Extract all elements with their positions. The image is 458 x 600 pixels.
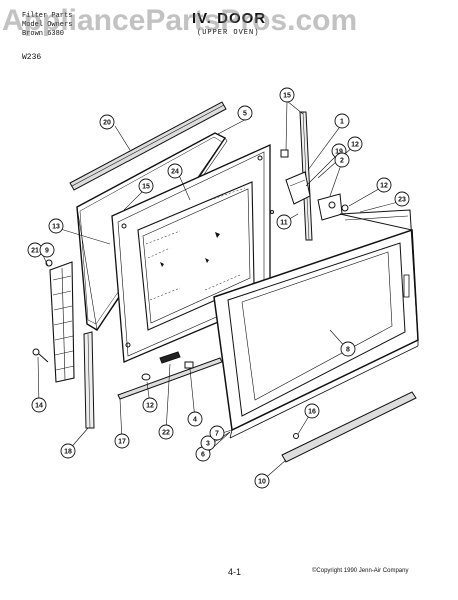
callout-16: 16 (304, 403, 320, 419)
callout-label: 12 (380, 183, 388, 190)
callout-label: 5 (243, 111, 247, 118)
part-9-hinge (45, 259, 75, 383)
page-title: IV. DOOR (192, 10, 267, 27)
header-line-3: Brown 6380 (22, 30, 65, 38)
callout-label: 12 (351, 142, 359, 149)
copyright: ©Copyright 1990 Jenn-Air Company (312, 568, 409, 574)
callout-12: 12 (376, 177, 392, 193)
callout-label: 1 (340, 119, 344, 126)
callout-11: 11 (276, 214, 292, 230)
callout-label: 20 (103, 120, 111, 127)
part-16-screw (293, 433, 299, 439)
callout-label: 7 (215, 431, 219, 438)
part-4-fastener (184, 361, 194, 369)
callout-label: 21 (31, 248, 39, 255)
callout-label: 9 (45, 248, 49, 255)
part-12-screw-right (341, 204, 349, 212)
callout-3: 3 (200, 435, 216, 451)
callout-label: 14 (35, 403, 43, 410)
part-2-latch (317, 193, 343, 221)
callout-22: 22 (158, 424, 174, 440)
page-number: 4-1 (228, 567, 242, 577)
part-5-gasket (76, 132, 228, 331)
callout-14: 14 (31, 397, 47, 413)
callout-24: 24 (167, 163, 183, 179)
callout-label: 23 (398, 197, 406, 204)
callout-label: 15 (142, 184, 150, 191)
leader-lines (37, 100, 403, 482)
callout-label: 17 (118, 439, 126, 446)
part-18-side-strip (83, 331, 95, 429)
callout-label: 16 (308, 409, 316, 416)
callout-label: 10 (258, 479, 266, 486)
callout-1: 1 (334, 113, 350, 129)
callout-15: 15 (279, 87, 295, 103)
callout-7: 7 (209, 425, 225, 441)
callout-label: 15 (283, 93, 291, 100)
part-13-inner-panel (111, 143, 274, 363)
part-17-bottom-strip (117, 357, 223, 400)
callout-label: 6 (201, 452, 205, 459)
callout-13: 13 (48, 218, 64, 234)
callout-4: 4 (187, 411, 203, 427)
part-12-fastener-bottom (141, 373, 151, 381)
callout-20: 20 (99, 114, 115, 130)
part-19-bracket (285, 171, 311, 205)
callout-23: 23 (394, 191, 410, 207)
header-line-2: Model Owners (22, 21, 73, 29)
callout-12: 12 (347, 136, 363, 152)
callout-15: 15 (138, 178, 154, 194)
callout-label: 24 (171, 169, 179, 176)
callout-18: 18 (60, 443, 76, 459)
callout-label: 3 (206, 441, 210, 448)
callout-label: 2 (340, 158, 344, 165)
callout-17: 17 (114, 433, 130, 449)
callout-5: 5 (237, 105, 253, 121)
callout-label: 18 (64, 449, 72, 456)
callout-21: 21 (27, 242, 43, 258)
callout-12: 12 (142, 397, 158, 413)
model-number: W236 (22, 53, 42, 62)
part-1-vertical-rod (299, 111, 313, 241)
callout-19: 19 (331, 143, 347, 159)
callout-label: 22 (162, 430, 170, 437)
callout-label: 12 (146, 403, 154, 410)
part-8-outer-door (213, 209, 419, 439)
page-subtitle: (UPPER OVEN) (197, 29, 260, 37)
part-20-trim-strip (69, 101, 227, 191)
callout-label: 4 (193, 417, 197, 424)
callout-10: 10 (254, 473, 270, 489)
part-10-bottom-trim (281, 391, 417, 463)
callout-label: 19 (335, 149, 343, 156)
callout-8: 8 (340, 341, 356, 357)
header-line-1: Filter Parts (22, 12, 73, 20)
callout-2: 2 (334, 152, 350, 168)
part-15-pin-top (280, 149, 289, 158)
part-14-screw (32, 348, 49, 363)
watermark: AppliancePartsPros.com (2, 4, 358, 37)
callout-6: 6 (195, 446, 211, 462)
callout-label: 8 (346, 347, 350, 354)
callout-label: 13 (52, 224, 60, 231)
callout-label: 11 (280, 220, 288, 227)
callout-9: 9 (39, 242, 55, 258)
part-22-hinge-pin (159, 351, 181, 364)
